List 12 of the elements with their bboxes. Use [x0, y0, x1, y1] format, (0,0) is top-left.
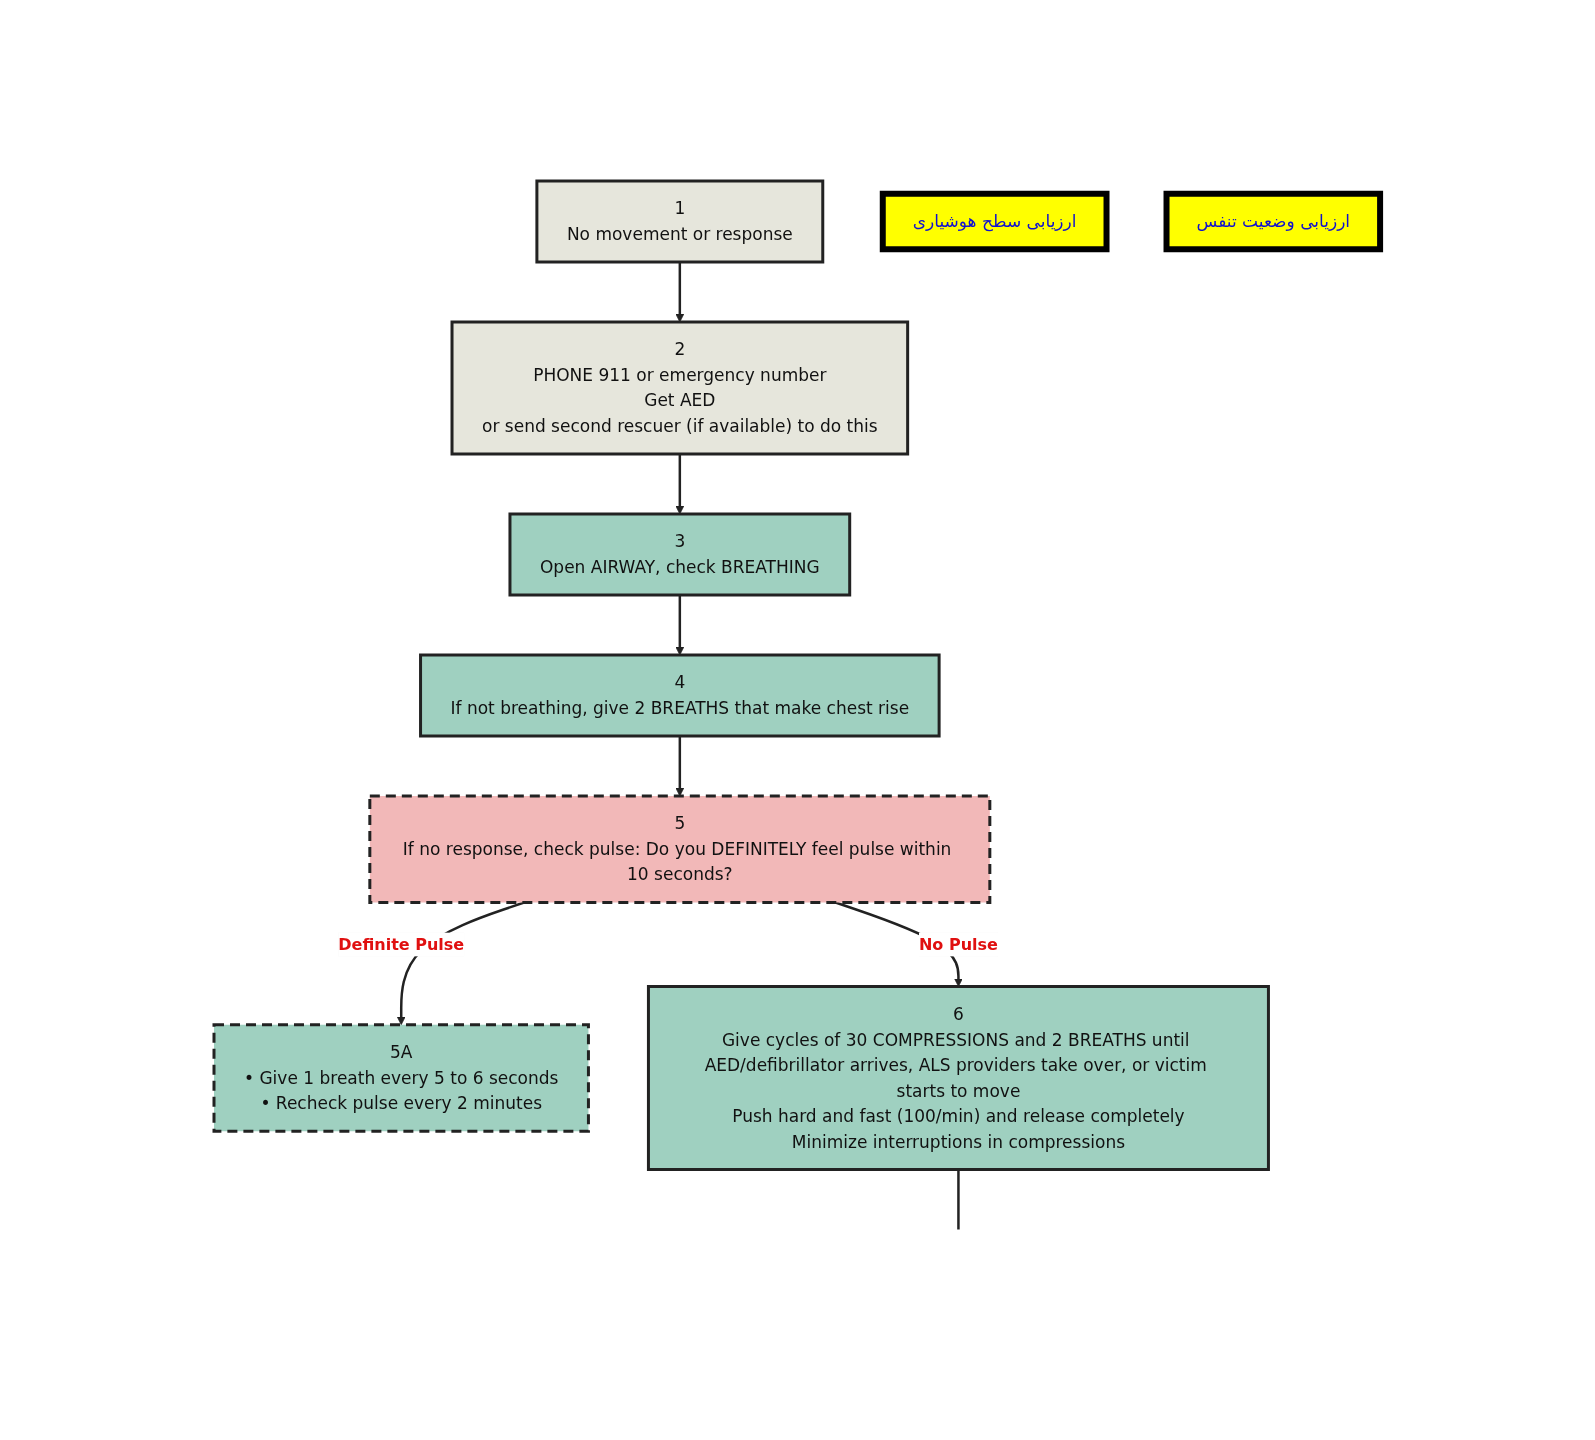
node-box: 1 No movement or response — [535, 179, 825, 264]
node-box: 4 If not breathing, give 2 BREATHS that make chest rise — [419, 653, 942, 738]
node-box: 3 Open AIRWAY, check BREATHING — [508, 512, 852, 597]
edge-label: Definite Pulse — [338, 934, 465, 954]
connector — [957, 1169, 961, 1230]
node-box: 6 Give cycles of 30 COMPRESSIONS and 2 BREATHS until AED/defibrillator arrives, ALS providers take over, or victim starts to move Push hard and fast (100/min) and release completely Minimize interruptions in compressions — [647, 984, 1271, 1171]
node-box: ارزیابی سطح هوشیاری — [880, 190, 1110, 252]
node-box: 5A • Give 1 breath every 5 to 6 seconds • Recheck pulse every 2 minutes — [212, 1023, 591, 1133]
edge-label: No Pulse — [919, 934, 999, 954]
node-box: ارزیابی وضعیت تنفس — [1163, 190, 1384, 252]
node-box: 5 If no response, check pulse: Do you DEFINITELY feel pulse within 10 seconds? — [368, 794, 992, 904]
node-box: 2 PHONE 911 or emergency number Get AED or send second rescuer (if available) to do this — [450, 320, 910, 456]
